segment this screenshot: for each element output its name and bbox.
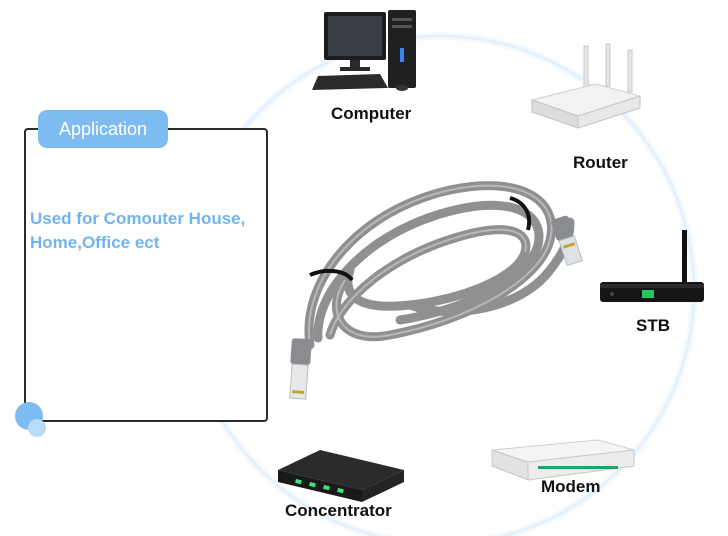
- concentrator-icon: [278, 450, 404, 502]
- router-icon: [530, 43, 642, 129]
- router-label: Router: [573, 153, 628, 172]
- decorative-dot-small: [28, 419, 46, 437]
- application-description: Used for Comouter House, Home,Office ect: [30, 207, 280, 255]
- description-line-1: Used for Comouter House,: [30, 209, 246, 228]
- computer-icon: [312, 10, 416, 91]
- application-tab: Application: [38, 110, 168, 148]
- stb-label: STB: [636, 316, 670, 335]
- application-panel: [24, 128, 268, 422]
- stb-icon: [600, 230, 704, 302]
- modem-icon: [491, 439, 635, 481]
- computer-label: Computer: [331, 104, 412, 123]
- modem-label: Modem: [541, 477, 601, 496]
- description-line-2: Home,Office ect: [30, 233, 160, 252]
- ethernet-cable: [289, 181, 583, 400]
- concentrator-label: Concentrator: [285, 501, 392, 520]
